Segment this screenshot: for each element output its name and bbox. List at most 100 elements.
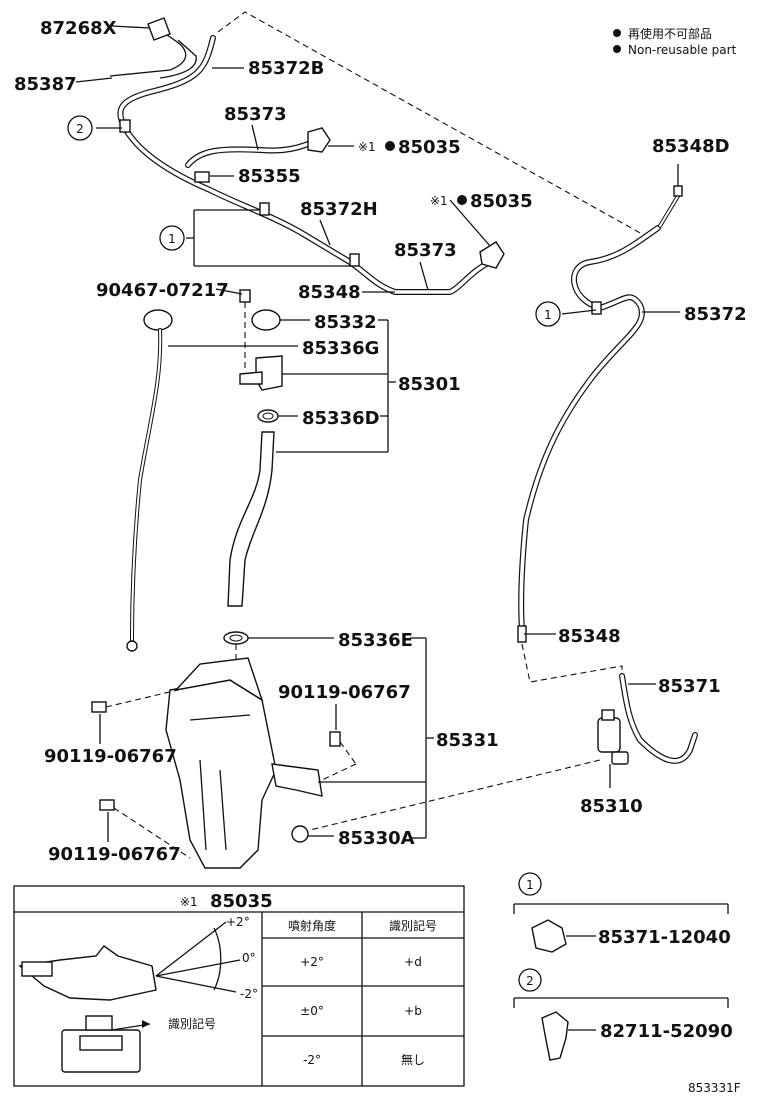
label-87268x: 87268X bbox=[40, 18, 117, 39]
detail-title: 85035 bbox=[210, 891, 273, 912]
callout-2-text: 2 bbox=[76, 122, 84, 136]
label-85035-b: 85035 bbox=[470, 191, 533, 212]
nozzle-detail-drawing bbox=[18, 945, 157, 1001]
upper-leaders bbox=[75, 25, 491, 293]
callouts: 2 1 1 bbox=[67, 115, 561, 327]
clip-right-1 bbox=[591, 301, 602, 315]
table-cell: +b bbox=[404, 1004, 422, 1018]
tank-leaders bbox=[99, 637, 434, 842]
legend-en: Non-reusable part bbox=[628, 43, 737, 57]
clip-detail-1-circle bbox=[518, 872, 542, 896]
label-85331: 85331 bbox=[436, 730, 499, 751]
table-cell: +d bbox=[404, 955, 422, 969]
non-reusable-dot-a bbox=[385, 141, 395, 151]
clip-detail-2: 2 82711-52090 bbox=[513, 968, 733, 1061]
right-hose-assembly bbox=[309, 185, 698, 831]
label-85371: 85371 bbox=[658, 676, 721, 697]
washer-pump-85310 bbox=[597, 717, 621, 753]
table-cell: -2° bbox=[303, 1053, 321, 1067]
label-85348d: 85348D bbox=[652, 136, 730, 157]
detail-box-85035: ※1 85035 +2° 0° -2° 識別記号 噴射角度 識別記号 +2° +… bbox=[13, 885, 465, 1087]
callout-1-text-b: 1 bbox=[544, 308, 552, 322]
angle-zero: 0° bbox=[242, 951, 256, 965]
label-85336d: 85336D bbox=[302, 408, 380, 429]
clip-callout-2 bbox=[119, 119, 131, 133]
part-labels: 87268X 85387 85372B 85373 ※1 85035 85355… bbox=[14, 18, 747, 865]
table-cell: 無し bbox=[401, 1052, 425, 1067]
label-clip-82711: 82711-52090 bbox=[600, 1021, 733, 1042]
id-mark-label: 識別記号 bbox=[168, 1016, 216, 1031]
label-85035-a: 85035 bbox=[398, 137, 461, 158]
level-gauge-rod bbox=[130, 328, 163, 642]
label-90467: 90467-07217 bbox=[96, 280, 229, 301]
label-85348-lower: 85348 bbox=[558, 626, 621, 647]
label-90119-a: 90119-06767 bbox=[44, 746, 177, 767]
label-90119-c: 90119-06767 bbox=[48, 844, 181, 865]
nozzle-85035-b bbox=[479, 241, 505, 269]
clip-90467 bbox=[239, 289, 251, 303]
clip-1b bbox=[349, 253, 360, 267]
label-85330a: 85330A bbox=[338, 828, 415, 849]
label-85348-upper: 85348 bbox=[298, 282, 361, 303]
callout-1-text-a: 1 bbox=[168, 232, 176, 246]
bolts bbox=[91, 689, 357, 859]
label-85372h: 85372H bbox=[300, 199, 378, 220]
bolt-90119-c bbox=[99, 799, 115, 811]
label-85336g: 85336G bbox=[302, 338, 379, 359]
callout-1-circle-b bbox=[535, 301, 561, 327]
tape-87268x bbox=[147, 17, 171, 41]
legend-dot bbox=[613, 29, 621, 37]
table-header-id: 識別記号 bbox=[389, 918, 437, 933]
angle-minus2: -2° bbox=[240, 987, 258, 1001]
label-85301: 85301 bbox=[398, 374, 461, 395]
dashed-route-line bbox=[217, 11, 643, 235]
inlet-leaders bbox=[168, 288, 396, 639]
callout-2-circle bbox=[67, 115, 93, 141]
table-header-angle: 噴射角度 bbox=[288, 918, 336, 933]
wire-85387 bbox=[109, 29, 187, 77]
inlet-assembly bbox=[126, 289, 283, 710]
legend-dot-2 bbox=[613, 45, 621, 53]
table-cell: +2° bbox=[300, 955, 324, 969]
washer-tank-85331 bbox=[165, 657, 323, 869]
clip-detail-2-circle bbox=[518, 968, 542, 992]
label-85387: 85387 bbox=[14, 74, 77, 95]
label-85372: 85372 bbox=[684, 304, 747, 325]
grommet-85330a bbox=[291, 825, 309, 843]
legend: 再使用不可部品 Non-reusable part bbox=[613, 26, 737, 57]
label-85310: 85310 bbox=[580, 796, 643, 817]
cap-85332 bbox=[251, 309, 281, 331]
label-85373-upper: 85373 bbox=[224, 104, 287, 125]
angle-plus2: +2° bbox=[226, 915, 250, 929]
check-valve-85348d bbox=[673, 185, 683, 197]
hose-85372 bbox=[518, 225, 661, 633]
label-85336e: 85336E bbox=[338, 630, 413, 651]
clip-detail-1-number: 1 bbox=[526, 878, 534, 892]
legend-jp: 再使用不可部品 bbox=[628, 26, 712, 41]
level-gauge-cap bbox=[143, 309, 173, 331]
clip-detail-2-number: 2 bbox=[526, 974, 534, 988]
callout-1-circle-a bbox=[159, 225, 185, 251]
label-clip-85371: 85371-12040 bbox=[598, 927, 731, 948]
label-85332: 85332 bbox=[314, 312, 377, 333]
right-leaders bbox=[524, 164, 680, 788]
note-mark-b: ※1 bbox=[430, 194, 448, 208]
clip-1a bbox=[259, 202, 270, 216]
nozzle-85035-a bbox=[307, 127, 331, 153]
clip-detail-1: 1 85371-12040 bbox=[513, 872, 731, 953]
clip-82711-drawing bbox=[541, 1011, 569, 1061]
bolt-90119-b bbox=[329, 731, 341, 747]
joint-85355 bbox=[194, 171, 210, 183]
non-reusable-dot-b bbox=[457, 195, 467, 205]
detail-note-mark: ※1 bbox=[180, 895, 198, 909]
bolt-90119-a bbox=[91, 701, 107, 713]
label-85373-lower: 85373 bbox=[394, 240, 457, 261]
label-90119-b: 90119-06767 bbox=[278, 682, 411, 703]
figure-id: 853331F bbox=[688, 1081, 741, 1095]
clip-85371-drawing bbox=[531, 919, 567, 953]
note-mark-a: ※1 bbox=[358, 140, 376, 154]
table-cell: ±0° bbox=[300, 1004, 324, 1018]
label-85372b: 85372B bbox=[248, 58, 324, 79]
label-85355: 85355 bbox=[238, 166, 301, 187]
filler-pipe bbox=[227, 431, 275, 607]
